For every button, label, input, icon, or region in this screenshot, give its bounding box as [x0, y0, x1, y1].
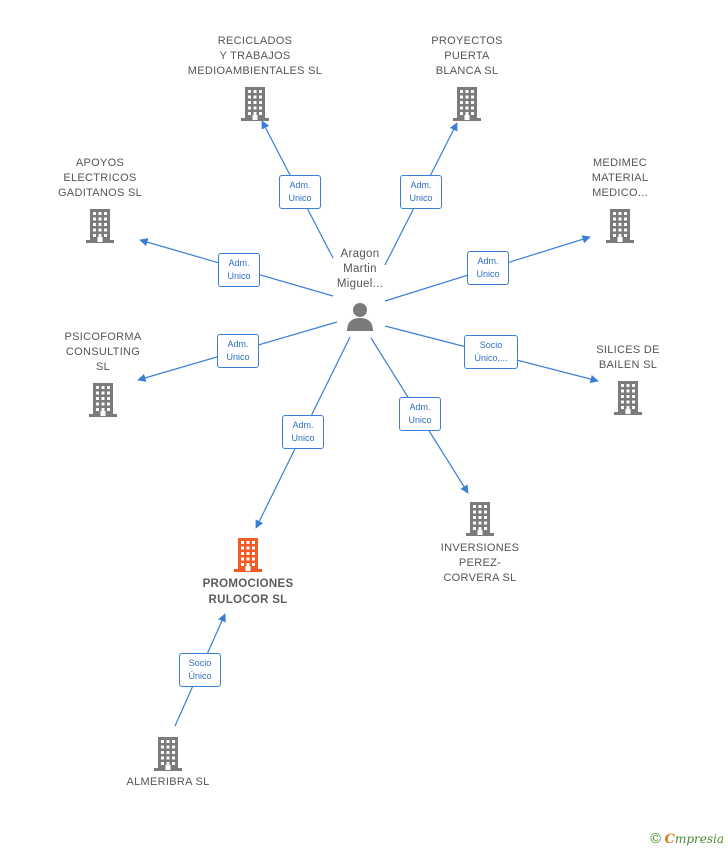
- building-icon: [89, 383, 117, 417]
- building-icon: [453, 87, 481, 121]
- edge-label-promociones[interactable]: Adm. Unico: [282, 415, 324, 449]
- company-name: ALMERIBRA SL: [126, 776, 210, 788]
- building-icon: [241, 87, 269, 121]
- building-icon: [466, 502, 494, 536]
- company-node-proyectos[interactable]: PROYECTOS PUERTA BLANCA SL: [387, 34, 547, 121]
- company-name: INVERSIONES PEREZ- CORVERA SL: [440, 542, 520, 584]
- building-icon: [606, 209, 634, 243]
- company-node-apoyos[interactable]: APOYOS ELECTRICOS GADITANOS SL: [20, 156, 180, 243]
- company-node-psicoforma[interactable]: PSICOFORMA CONSULTING SL: [23, 330, 183, 417]
- company-node-medimec[interactable]: MEDIMEC MATERIAL MEDICO...: [540, 156, 700, 243]
- edge-label-silices[interactable]: Socio Único,...: [464, 335, 518, 369]
- copyright-symbol: ©: [648, 831, 663, 847]
- brand-initial: C: [664, 832, 675, 847]
- edge-label-psicoforma[interactable]: Adm. Unico: [217, 334, 259, 368]
- person-icon: [347, 303, 373, 331]
- empresia-watermark: ©Cmpresia: [649, 831, 724, 847]
- company-name: PROMOCIONES RULOCOR SL: [202, 578, 294, 606]
- company-name: RECICLADOS Y TRABAJOS MEDIOAMBIENTALES S…: [187, 35, 323, 77]
- company-name: APOYOS ELECTRICOS GADITANOS SL: [57, 157, 143, 199]
- building-icon: [154, 737, 182, 771]
- edge-label-apoyos[interactable]: Adm. Unico: [218, 253, 260, 287]
- edge-label-inversiones[interactable]: Adm. Unico: [399, 397, 441, 431]
- edge-label-proyectos[interactable]: Adm. Unico: [400, 175, 442, 209]
- brand-name: mpresia: [674, 832, 724, 846]
- company-name: PROYECTOS PUERTA BLANCA SL: [431, 35, 503, 77]
- company-node-inversiones[interactable]: INVERSIONES PEREZ- CORVERA SL: [400, 500, 560, 586]
- edge-label-medimec[interactable]: Adm. Unico: [467, 251, 509, 285]
- company-node-promociones-focus[interactable]: PROMOCIONES RULOCOR SL: [168, 536, 328, 608]
- company-node-reciclados[interactable]: RECICLADOS Y TRABAJOS MEDIOAMBIENTALES S…: [175, 34, 335, 121]
- person-node-aragon-martin-miguel[interactable]: Aragon Martin Miguel...: [280, 247, 440, 332]
- edge-label-almeribra[interactable]: Socio Único: [179, 653, 221, 687]
- company-node-silices[interactable]: SILICES DE BAILEN SL: [548, 343, 708, 415]
- company-name: SILICES DE BAILEN SL: [596, 344, 660, 371]
- edge-label-reciclados[interactable]: Adm. Unico: [279, 175, 321, 209]
- building-icon: [614, 381, 642, 415]
- company-name: PSICOFORMA CONSULTING SL: [64, 331, 142, 373]
- company-name: MEDIMEC MATERIAL MEDICO...: [591, 157, 649, 199]
- person-name: Aragon Martin Miguel...: [336, 248, 384, 290]
- building-icon: [86, 209, 114, 243]
- building-icon: [234, 538, 262, 572]
- company-node-almeribra[interactable]: ALMERIBRA SL: [88, 735, 248, 790]
